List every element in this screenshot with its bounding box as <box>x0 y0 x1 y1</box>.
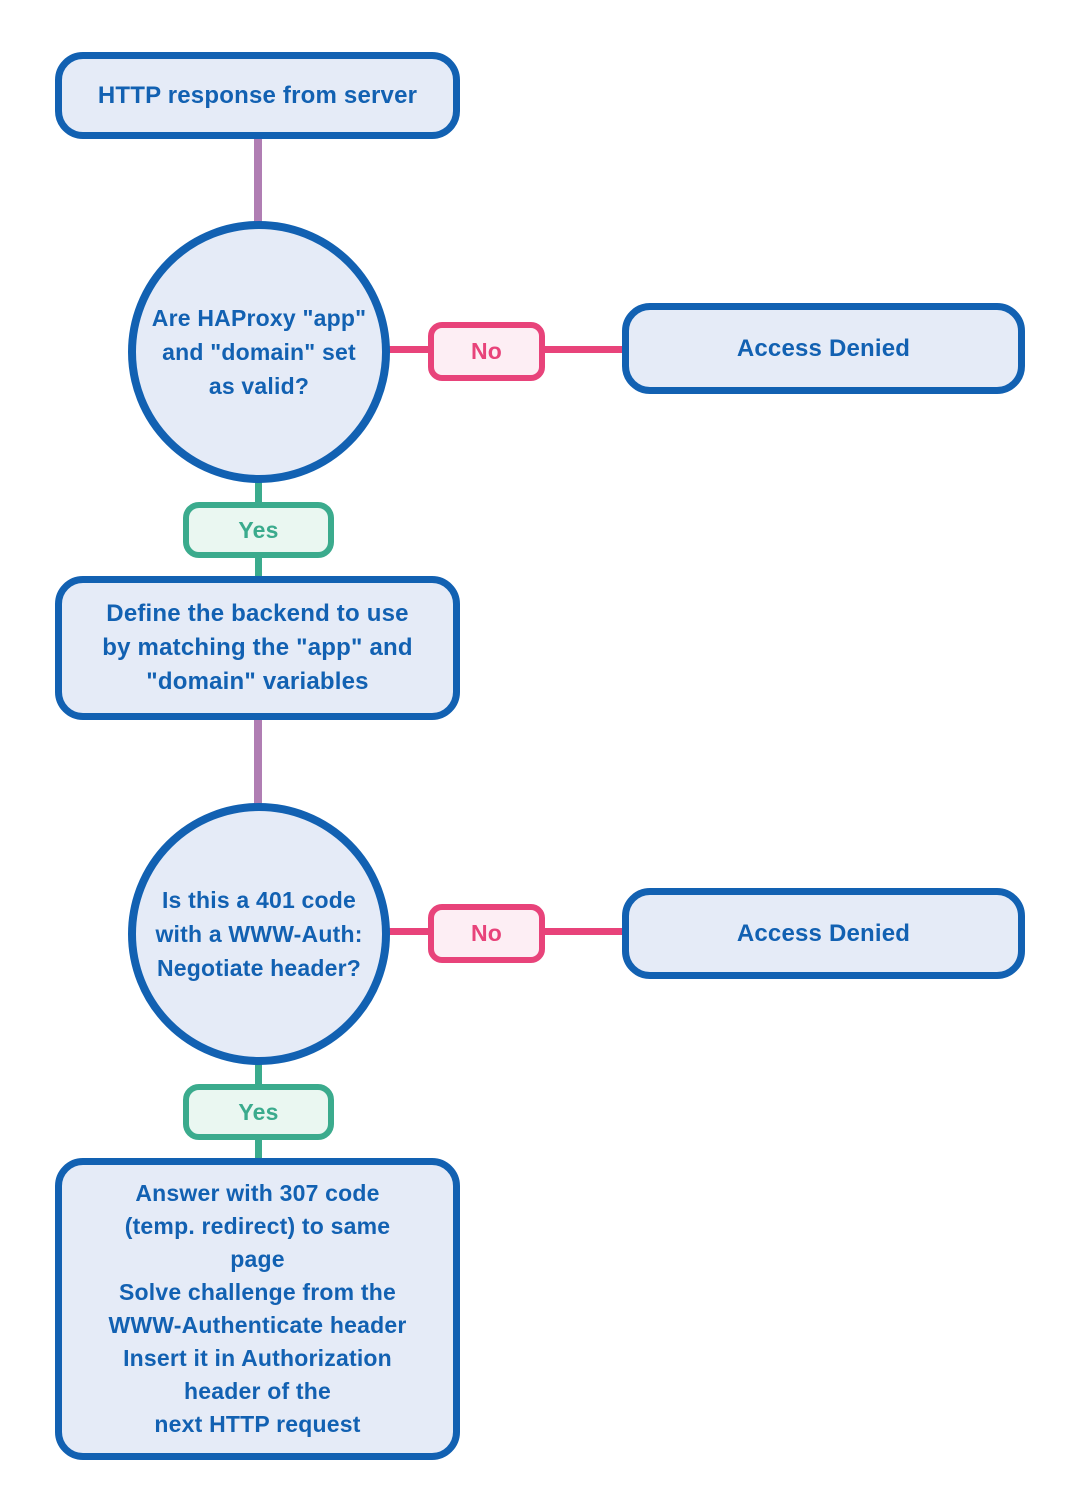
edge-label-yes-1: Yes <box>183 502 334 558</box>
edge-label-no-2-text: No <box>470 920 503 946</box>
edge-label-yes-2: Yes <box>183 1084 334 1140</box>
edge-label-no-1-text: No <box>470 338 503 364</box>
node-start-label: HTTP response from server <box>97 81 418 109</box>
edge-label-no-1: No <box>428 322 545 381</box>
connector-start-to-decision1 <box>254 110 262 230</box>
node-decision-haproxy-vars-label: Are HAProxy "app" and "domain" set as va… <box>151 305 367 399</box>
node-access-denied-2-label: Access Denied <box>736 919 911 947</box>
node-define-backend-label: Define the backend to use by matching th… <box>102 600 413 695</box>
connector-yes1-to-process1 <box>255 548 262 586</box>
edge-label-yes-2-text: Yes <box>238 1098 279 1125</box>
node-decision-401-negotiate: Is this a 401 code with a WWW-Auth: Nego… <box>128 803 390 1065</box>
connector-yes2-to-process2 <box>255 1130 262 1166</box>
node-answer-307-redirect: Answer with 307 code (temp. redirect) to… <box>55 1158 460 1460</box>
node-decision-401-negotiate-label: Is this a 401 code with a WWW-Auth: Nego… <box>155 887 363 981</box>
edge-label-yes-1-text: Yes <box>238 516 279 543</box>
node-define-backend: Define the backend to use by matching th… <box>55 576 460 720</box>
node-access-denied-1-label: Access Denied <box>736 334 911 362</box>
edge-label-no-2: No <box>428 904 545 963</box>
connector-decision2-to-yes2 <box>255 1042 262 1092</box>
node-decision-haproxy-vars: Are HAProxy "app" and "domain" set as va… <box>128 221 390 483</box>
connector-process1-to-decision2 <box>254 700 262 812</box>
node-access-denied-1: Access Denied <box>622 303 1025 394</box>
node-answer-307-redirect-label: Answer with 307 code (temp. redirect) to… <box>108 1180 407 1437</box>
connector-decision1-to-yes1 <box>255 460 262 510</box>
node-access-denied-2: Access Denied <box>622 888 1025 979</box>
node-start: HTTP response from server <box>55 52 460 139</box>
